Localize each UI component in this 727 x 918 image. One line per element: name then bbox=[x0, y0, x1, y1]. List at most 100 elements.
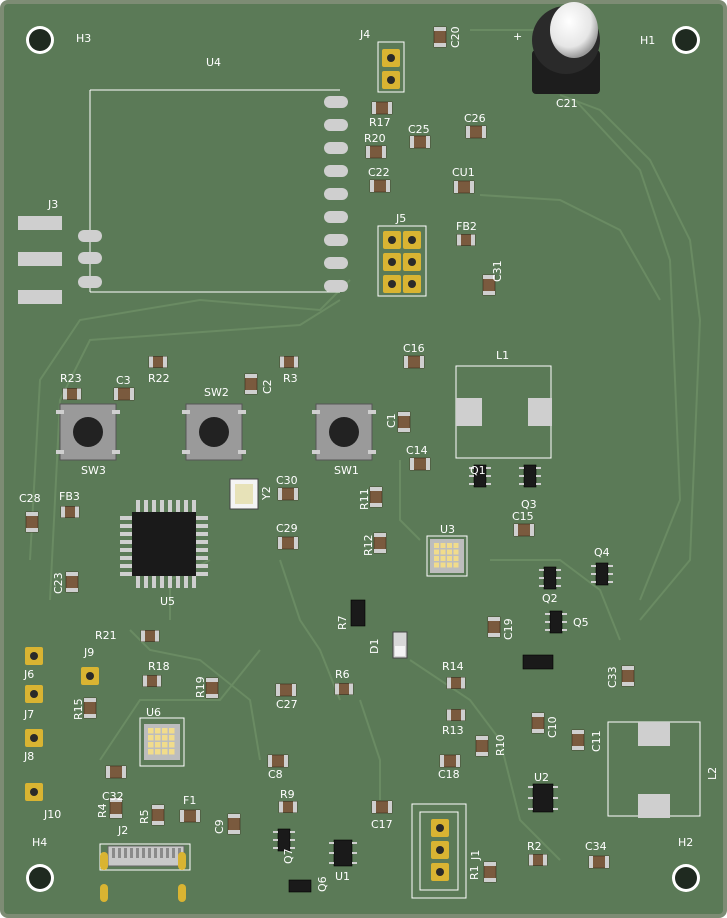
part-big-diode bbox=[522, 654, 554, 670]
pad-cu1-a bbox=[454, 181, 458, 193]
lead-q4-l1 bbox=[591, 573, 596, 575]
pad-c3-b bbox=[130, 388, 134, 400]
th-pin-hole-2 bbox=[388, 236, 396, 244]
label-q6: Q6 bbox=[316, 876, 329, 892]
u3-pad-1-0 bbox=[440, 543, 446, 548]
pad-c9-a bbox=[228, 814, 240, 818]
pad-r23-b bbox=[77, 388, 81, 400]
label-c3: C3 bbox=[116, 374, 131, 387]
u3-pad-3-1 bbox=[453, 549, 459, 555]
th-pin-hole-8 bbox=[436, 824, 444, 832]
pad-c1-a bbox=[398, 412, 410, 416]
u5-pin-b5 bbox=[176, 576, 180, 588]
pad-c33-a bbox=[622, 666, 634, 670]
u4-left-pad-1 bbox=[78, 252, 102, 264]
pad-c19-a bbox=[488, 617, 500, 621]
u5-pin-l3 bbox=[120, 540, 132, 544]
j2-contact-7 bbox=[154, 848, 157, 858]
j5-outline bbox=[377, 225, 427, 297]
u5-pin-b4 bbox=[168, 576, 172, 588]
part-sw3-leg2 bbox=[56, 450, 64, 454]
part-q4 bbox=[595, 562, 609, 586]
label-c14: C14 bbox=[406, 444, 428, 457]
part-sw2-leg3 bbox=[238, 450, 246, 454]
lead-q4-r2 bbox=[608, 581, 613, 583]
lead-u1-r1 bbox=[352, 852, 357, 854]
u4-left-pad-0 bbox=[78, 230, 102, 242]
u4-pad-7 bbox=[324, 257, 348, 269]
j2-contact-2 bbox=[124, 848, 127, 858]
pad-r9-b bbox=[293, 801, 297, 813]
silkscreen-labels: H1 H2 H3 H4 U4 J3 J4 J5 C21 + R17 R20 C2… bbox=[19, 26, 719, 892]
lead-q7-l2 bbox=[273, 847, 278, 849]
lead-q4-r0 bbox=[608, 565, 613, 567]
u4-pad-4 bbox=[324, 188, 348, 200]
lead-q2-l1 bbox=[539, 577, 544, 579]
part-sw2-leg0 bbox=[182, 410, 190, 414]
j3-pad-1 bbox=[18, 252, 62, 266]
u6-outline bbox=[139, 717, 185, 767]
u5-pin-l0 bbox=[120, 516, 132, 520]
lead-u2-r0 bbox=[553, 786, 558, 788]
label-j2: J2 bbox=[117, 824, 128, 837]
pad-f1-a bbox=[180, 810, 184, 822]
pad-r5-a bbox=[152, 805, 164, 809]
pad-r3-b bbox=[294, 356, 298, 368]
pad-c23-b bbox=[66, 588, 78, 592]
j2-shield-pad-1 bbox=[178, 852, 186, 870]
lead-q5-r1 bbox=[562, 621, 567, 623]
pad-r11-a bbox=[370, 487, 382, 491]
u5-pin-l7 bbox=[120, 572, 132, 576]
label-c2: C2 bbox=[261, 379, 274, 394]
pad-r17-b bbox=[388, 102, 392, 114]
u5-pin-b6 bbox=[184, 576, 188, 588]
label-h4: H4 bbox=[32, 836, 47, 849]
lead-q3-l0 bbox=[519, 467, 524, 469]
pad-c28-b bbox=[26, 528, 38, 532]
label-c17: C17 bbox=[371, 818, 393, 831]
th-pin-hole-6 bbox=[388, 280, 396, 288]
u5-pin-r3 bbox=[196, 540, 208, 544]
label-h2: H2 bbox=[678, 836, 693, 849]
lead-u2-r2 bbox=[553, 808, 558, 810]
label-r23: R23 bbox=[60, 372, 82, 385]
part-sw1-button bbox=[329, 417, 359, 447]
label-c33: C33 bbox=[606, 666, 619, 688]
label-u2: U2 bbox=[534, 771, 549, 784]
pad-c2-a bbox=[245, 374, 257, 378]
label-j3: J3 bbox=[47, 198, 58, 211]
pad-r22-a bbox=[149, 356, 153, 368]
u5-pin-r0 bbox=[196, 516, 208, 520]
pad-c29-b bbox=[294, 537, 298, 549]
pad-c20-a bbox=[434, 27, 446, 31]
pad-c8-a bbox=[268, 755, 272, 767]
label-u3: U3 bbox=[440, 523, 455, 536]
label-j6: J6 bbox=[23, 668, 34, 681]
pad-r20-a bbox=[366, 146, 370, 158]
pad-c26-a bbox=[466, 126, 470, 138]
pad-r6-b bbox=[349, 683, 353, 695]
label-sw2: SW2 bbox=[204, 386, 229, 399]
lead-q4-l2 bbox=[591, 581, 596, 583]
u6-pad-3-1 bbox=[169, 735, 175, 741]
u3-pad-2-2 bbox=[447, 556, 452, 561]
pad-r18-b bbox=[157, 675, 161, 687]
u3-outline bbox=[426, 535, 468, 577]
components-layer bbox=[18, 2, 700, 902]
part-q3 bbox=[523, 464, 537, 488]
pad-f1-b bbox=[196, 810, 200, 822]
pad-r19-a bbox=[206, 678, 218, 682]
th-pin-hole-3 bbox=[408, 236, 416, 244]
label-c18: C18 bbox=[438, 768, 460, 781]
u5-pin-r7 bbox=[196, 572, 208, 576]
pad-r12-a bbox=[374, 533, 386, 537]
label-c26: C26 bbox=[464, 112, 486, 125]
u3-pad-0-3 bbox=[434, 562, 439, 568]
lead-u2-r1 bbox=[553, 797, 558, 799]
j2-contact-3 bbox=[130, 848, 133, 858]
u4-left-pad-2 bbox=[78, 276, 102, 288]
pad-c33-b bbox=[622, 682, 634, 686]
u5-pin-l5 bbox=[120, 556, 132, 560]
u5-pin-b3 bbox=[160, 576, 164, 588]
th-pin-hole-9 bbox=[436, 846, 444, 854]
